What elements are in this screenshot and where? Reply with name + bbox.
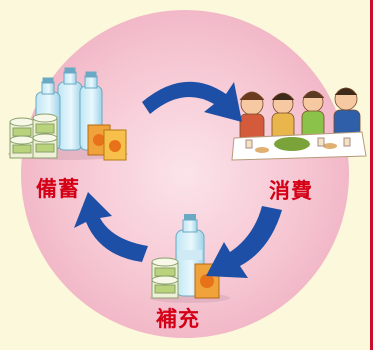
stock-label: 備蓄 bbox=[36, 177, 80, 201]
cycle-arrow-icon bbox=[74, 81, 282, 278]
family-meal-icon bbox=[231, 87, 367, 161]
stockpile-icon bbox=[8, 67, 128, 161]
water-bottle-food-icon bbox=[150, 214, 230, 303]
replenish-label: 補充 bbox=[156, 307, 200, 331]
right-border bbox=[370, 0, 373, 350]
consume-label: 消費 bbox=[269, 179, 313, 203]
cycle-circle bbox=[21, 10, 349, 338]
